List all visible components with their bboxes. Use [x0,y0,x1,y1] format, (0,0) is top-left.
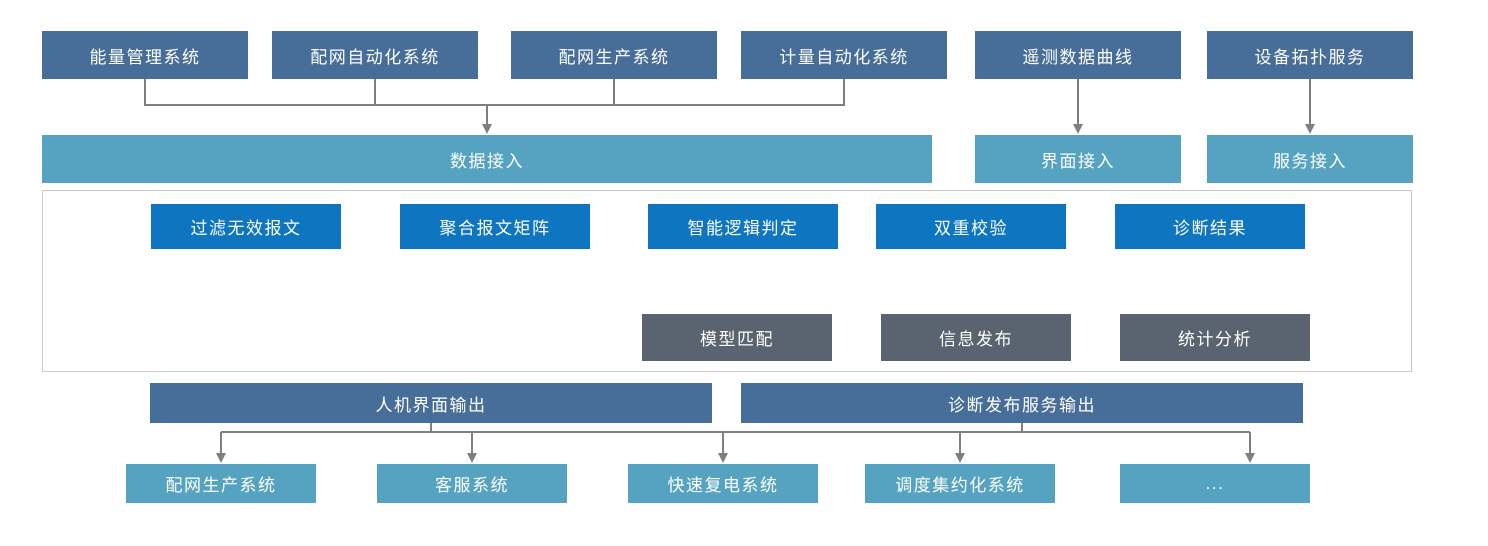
process-step-aggregate-message-matrix: 聚合报文矩阵 [400,204,590,249]
result-box-info-publishing: 信息发布 [881,314,1071,361]
process-step-intelligent-logic-judgment: 智能逻辑判定 [648,204,838,249]
source-box-metering-automation-system: 计量自动化系统 [741,31,947,79]
source-box-telemetry-data-curve: 遥测数据曲线 [975,31,1181,79]
output-bar-diagnosis-publish-output: 诊断发布服务输出 [741,383,1303,423]
result-box-model-matching: 模型匹配 [642,314,832,361]
target-box-customer-service-system: 客服系统 [377,464,567,503]
access-bar-interface-access: 界面接入 [975,135,1181,183]
process-step-double-verification: 双重校验 [876,204,1066,249]
process-step-diagnosis-result: 诊断结果 [1115,204,1305,249]
source-box-energy-management-system: 能量管理系统 [42,31,248,79]
output-bar-hmi-output: 人机界面输出 [150,383,712,423]
process-step-filter-invalid-messages: 过滤无效报文 [151,204,341,249]
access-bar-data-access: 数据接入 [42,135,932,183]
target-box-distribution-production-system: 配网生产系统 [126,464,316,503]
result-box-statistical-analysis: 统计分析 [1120,314,1310,361]
source-box-distribution-automation-system: 配网自动化系统 [272,31,478,79]
access-bar-service-access: 服务接入 [1207,135,1413,183]
source-box-device-topology-service: 设备拓扑服务 [1207,31,1413,79]
source-box-distribution-production-system: 配网生产系统 [511,31,717,79]
target-box-dispatch-intensive-system: 调度集约化系统 [865,464,1055,503]
target-box-rapid-power-restoration-system: 快速复电系统 [628,464,818,503]
target-box-more-systems: ... [1120,464,1310,503]
